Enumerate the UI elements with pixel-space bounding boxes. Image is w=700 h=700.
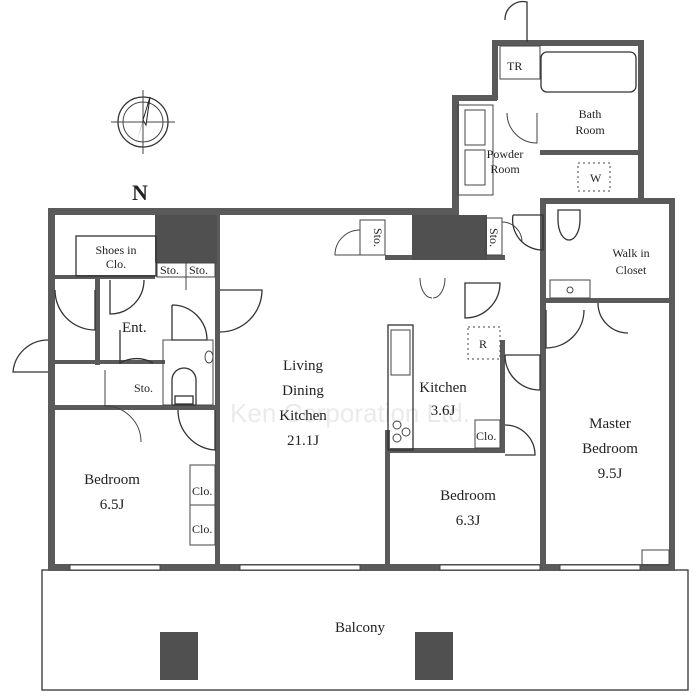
label-ldk-size: 21.1J: [287, 433, 319, 449]
label-powder-room: Powder: [487, 147, 524, 161]
doors: [12, 0, 629, 456]
label-master-bedroom-size: 9.5J: [598, 466, 623, 482]
label-kitchen-size: 3.6J: [431, 403, 456, 419]
label-ldk-3: Kitchen: [279, 408, 327, 424]
label-bath-room: Bath: [579, 107, 602, 121]
label-bedroom-1: Bedroom: [84, 472, 140, 488]
label-washer: W: [590, 171, 602, 185]
label-shoes-closet: Shoes in: [95, 243, 136, 257]
label-kitchen: Kitchen: [419, 380, 467, 396]
label-walk-in-closet-2: Closet: [616, 263, 647, 277]
label-balcony: Balcony: [335, 620, 385, 636]
windows: [69, 564, 641, 571]
compass-icon: [111, 90, 175, 154]
label-trunk-room: TR: [507, 59, 522, 73]
label-bedroom-2: Bedroom: [440, 488, 496, 504]
label-bedroom-1-size: 6.5J: [100, 497, 125, 513]
label-bath-room-2: Room: [575, 123, 605, 137]
label-master-bedroom: Master: [589, 416, 631, 432]
label-walk-in-closet: Walk in: [612, 246, 649, 260]
label-storage: Sto.: [189, 263, 208, 277]
label-storage: Sto.: [487, 228, 501, 247]
walls: [48, 40, 675, 571]
label-refrigerator: R: [479, 337, 487, 351]
pillar: [160, 632, 198, 680]
pillar: [415, 632, 453, 680]
label-storage: Sto.: [134, 381, 153, 395]
label-closet: Clo.: [192, 522, 212, 536]
label-bedroom-2-size: 6.3J: [456, 513, 481, 529]
watermark: Ken Corporation Ltd.: [230, 398, 470, 428]
label-ldk-2: Dining: [282, 383, 324, 399]
label-storage: Sto.: [160, 263, 179, 277]
label-powder-room-2: Room: [490, 162, 520, 176]
label-entrance: Ent.: [122, 320, 147, 336]
label-ldk: Living: [283, 358, 323, 374]
fixtures: [75, 45, 670, 566]
north-label: N: [132, 180, 148, 205]
label-closet: Clo.: [192, 484, 212, 498]
label-closet: Clo.: [476, 429, 496, 443]
label-master-bedroom-2: Bedroom: [582, 441, 638, 457]
label-shoes-closet-2: Clo.: [106, 257, 126, 271]
label-storage: Sto.: [371, 228, 385, 247]
